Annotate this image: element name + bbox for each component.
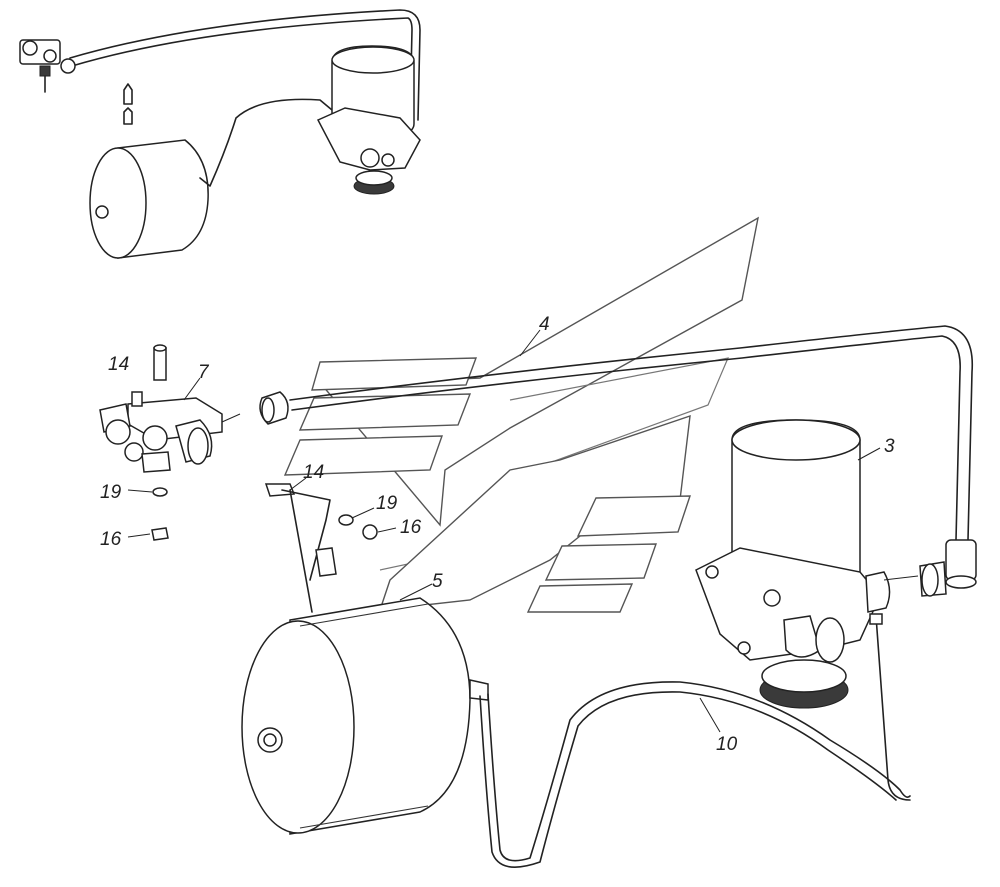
pipe-10 xyxy=(479,615,911,868)
callout-19-mid: 19 xyxy=(376,493,398,514)
watermark-logo xyxy=(283,216,759,613)
top-pipe-upper-inner xyxy=(71,17,413,119)
watermark-stripe-6 xyxy=(526,583,634,613)
watermark-stripe-1 xyxy=(311,357,478,391)
watermark-stripe-2 xyxy=(298,393,472,431)
callout-5: 5 xyxy=(432,571,443,592)
air-dryer-3 xyxy=(695,419,947,709)
part-19-left xyxy=(152,487,168,497)
part-16-left xyxy=(151,527,169,541)
part-16-mid xyxy=(362,524,378,540)
callout-labels: 4 7 14 14 19 19 16 16 5 3 10 xyxy=(100,314,895,755)
callout-16-mid: 16 xyxy=(400,517,422,538)
top-valve xyxy=(19,39,76,93)
watermark-stripe-3 xyxy=(283,435,443,476)
callout-14-left: 14 xyxy=(108,354,129,375)
top-bracket xyxy=(123,83,133,125)
watermark-stripe-4 xyxy=(576,495,691,537)
pipe-4-outer xyxy=(289,325,974,541)
callout-14-mid: 14 xyxy=(303,462,324,483)
part-19-mid xyxy=(338,514,354,526)
part-14-mid xyxy=(264,483,296,497)
top-assembly-view xyxy=(19,9,421,259)
valve-7 xyxy=(99,391,241,473)
callout-3: 3 xyxy=(884,436,895,457)
watermark-stripe-5 xyxy=(544,543,657,581)
top-pipe-upper xyxy=(69,9,421,121)
callout-7: 7 xyxy=(198,362,210,383)
top-air-dryer xyxy=(316,45,421,195)
top-air-tank xyxy=(89,98,333,259)
air-tank-5 xyxy=(241,597,489,835)
pipe-4-right-nut xyxy=(945,539,977,581)
pipe-10-path xyxy=(487,681,911,862)
callout-4: 4 xyxy=(539,314,550,335)
pipe-4-inner xyxy=(291,335,961,541)
callout-16-left: 16 xyxy=(100,529,122,550)
part-14-left xyxy=(153,344,167,381)
callout-19-left: 19 xyxy=(100,482,122,503)
callout-10: 10 xyxy=(716,734,738,755)
air-tank-5-end xyxy=(241,620,355,834)
pipe-4 xyxy=(259,325,977,589)
leader-lines xyxy=(127,329,881,733)
mount-bracket xyxy=(281,489,337,613)
